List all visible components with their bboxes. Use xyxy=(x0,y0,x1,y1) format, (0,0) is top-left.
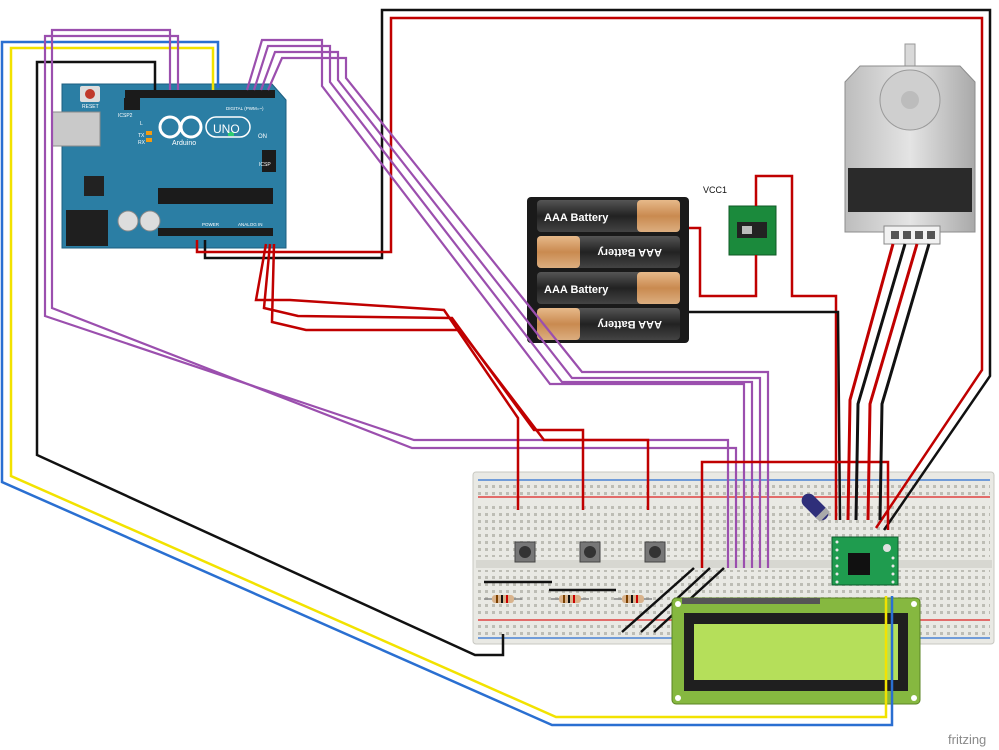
resistor xyxy=(614,595,652,603)
lcd-display xyxy=(671,597,921,705)
wire-blue xyxy=(0,40,894,727)
wire-yellow xyxy=(9,46,888,719)
wire-red xyxy=(754,174,838,520)
icsp2-label: ICSP2 xyxy=(118,113,133,119)
resistor xyxy=(484,595,522,603)
arduino-logo-icon xyxy=(158,115,203,139)
battery-cell-label: AAA Battery xyxy=(597,246,662,258)
rx-label: RX xyxy=(138,140,146,146)
wire-purple xyxy=(43,28,770,568)
reset-button xyxy=(85,89,95,99)
icsp-label: ICSP xyxy=(259,162,271,168)
wire-red xyxy=(689,226,758,298)
battery-cell-label: AAA Battery xyxy=(597,318,662,330)
battery-pack xyxy=(527,197,689,343)
arduino-model: UNO xyxy=(213,122,240,136)
reset-label: RESET xyxy=(82,104,99,110)
slide-switch xyxy=(728,205,777,256)
battery-cell-label: AAA Battery xyxy=(544,284,609,296)
stepper-driver-board xyxy=(831,536,899,586)
digital-label: DIGITAL (PWM=~) xyxy=(226,106,264,111)
tx-label: TX xyxy=(138,133,145,139)
l-led-label: L xyxy=(140,121,143,127)
wire-red xyxy=(195,16,984,529)
wire-black xyxy=(35,60,505,657)
on-label: ON xyxy=(258,134,267,140)
wire-red xyxy=(700,460,890,568)
arduino-brand: Arduino xyxy=(172,140,196,147)
analog-label: ANALOG IN xyxy=(238,222,263,227)
capacitor xyxy=(801,493,830,522)
wire-black xyxy=(203,8,992,531)
push-button xyxy=(644,541,666,563)
power-label: POWER xyxy=(202,222,220,227)
fritzing-brand: fritzing xyxy=(948,732,986,747)
push-button xyxy=(579,541,601,563)
push-button xyxy=(514,541,536,563)
arduino-uno-board xyxy=(51,83,287,249)
switch-label: VCC1 xyxy=(703,185,727,195)
motor-wires xyxy=(846,243,931,521)
stepper-motor xyxy=(844,43,976,245)
resistor xyxy=(551,595,589,603)
wire-red xyxy=(254,243,650,510)
battery-cell-label: AAA Battery xyxy=(544,212,609,224)
wire-black xyxy=(689,310,842,521)
